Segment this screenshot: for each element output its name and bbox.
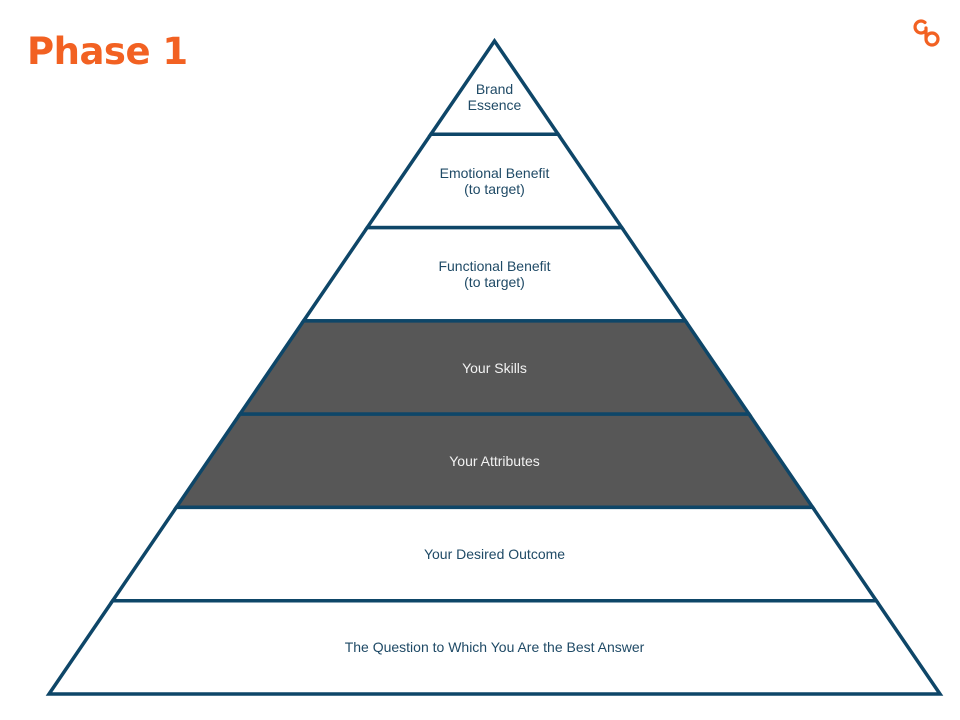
- slide-title: Phase 1: [27, 30, 188, 73]
- pyramid-level-3-label: Functional Benefit (to target): [438, 258, 551, 291]
- pyramid-level-7-label: The Question to Which You Are the Best A…: [344, 639, 645, 656]
- pyramid-level-6-label: Your Desired Outcome: [423, 546, 566, 563]
- pyramid-level-4-label: Your Skills: [462, 359, 527, 376]
- pyramid-level-2-label: Emotional Benefit (to target): [439, 164, 550, 197]
- pyramid-level-1-label: Brand Essence: [467, 80, 522, 113]
- pyramid-level-5-label: Your Attributes: [449, 452, 540, 469]
- pyramid-level-7: [45, 598, 944, 696]
- cb-logo-icon: [913, 19, 940, 47]
